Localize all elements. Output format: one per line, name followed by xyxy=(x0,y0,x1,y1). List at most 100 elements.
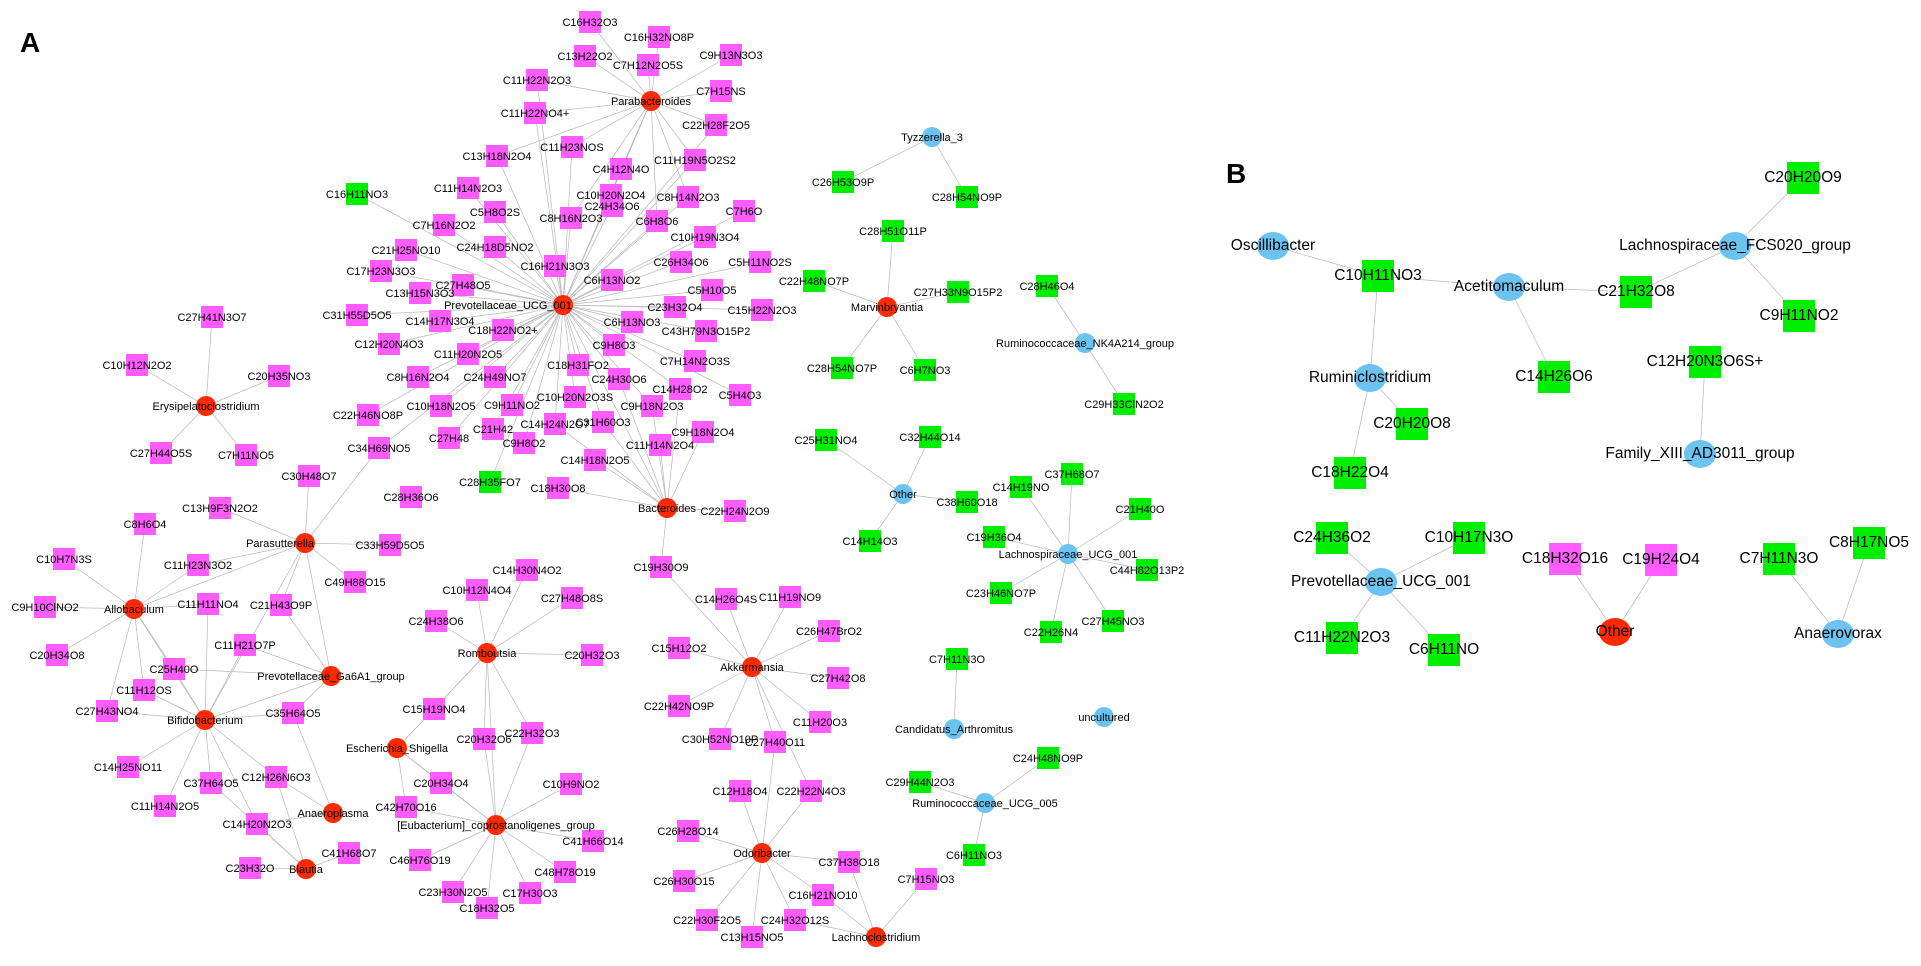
compound-node xyxy=(812,884,834,906)
edge xyxy=(495,824,594,842)
node-label: C8H6O4 xyxy=(124,519,167,531)
compound-node xyxy=(838,851,860,873)
compound-node xyxy=(409,849,431,871)
node-label: C20H32O3 xyxy=(564,650,619,662)
edge xyxy=(562,304,668,509)
compound-node xyxy=(200,772,222,794)
edge xyxy=(683,852,763,882)
node-label: C20H35NO3 xyxy=(248,371,311,383)
node-label: C8H16N2O3 xyxy=(540,213,603,225)
edge xyxy=(419,292,564,306)
node-label: C30H52NO10P xyxy=(682,734,758,746)
taxon-node xyxy=(1094,707,1114,727)
node-label: C16H32NO8P xyxy=(624,32,694,44)
compound-node xyxy=(379,534,401,556)
node-label: C37H68O7 xyxy=(1044,469,1099,481)
edge xyxy=(562,304,620,380)
edge xyxy=(751,666,821,723)
edge xyxy=(405,249,564,306)
node-label: C21H43O9P xyxy=(250,600,312,612)
compound-node xyxy=(584,449,606,471)
node-label: C11H20N2O5 xyxy=(434,349,502,361)
edge xyxy=(589,21,652,102)
node-label: C37H38O18 xyxy=(818,857,879,869)
node-label: C16H11NO3 xyxy=(326,189,388,201)
node-label: C19H24O4 xyxy=(1622,551,1700,568)
edge xyxy=(419,824,497,861)
edge xyxy=(562,304,741,396)
compound-node xyxy=(526,69,548,91)
node-label: C21H32O8 xyxy=(1597,283,1675,300)
compound-node xyxy=(1538,361,1570,393)
node-label: C43H79N3O15P2 xyxy=(662,326,751,338)
node-label: C6H8O6 xyxy=(636,216,679,228)
node-label: C27H48 xyxy=(429,433,469,445)
node-label: C14H26O6 xyxy=(1515,368,1593,385)
node-label: C8H16N2O4 xyxy=(387,372,450,384)
node-label: Bifidobacterium xyxy=(167,715,243,727)
node-label: C14H17N3O4 xyxy=(405,316,474,328)
compound-node xyxy=(46,644,68,666)
edge xyxy=(494,211,564,306)
compound-node xyxy=(501,394,523,416)
node-label: C10H11NO3 xyxy=(1334,267,1422,284)
compound-node xyxy=(1396,408,1428,440)
compound-node xyxy=(235,444,257,466)
node-label: C27H42O8 xyxy=(810,673,865,685)
compound-node xyxy=(346,304,368,326)
compound-node xyxy=(1037,747,1059,769)
compound-node xyxy=(751,299,773,321)
node-label: C11H22N2O3 xyxy=(1294,629,1390,646)
node-label: C27H41N3O7 xyxy=(177,312,246,324)
node-label: Tyzzerella_3 xyxy=(901,132,963,144)
compound-node xyxy=(560,773,582,795)
compound-node xyxy=(809,711,831,733)
node-label: C26H34O6 xyxy=(653,257,708,269)
compound-node xyxy=(1783,300,1815,332)
node-label: C14H20N2O3 xyxy=(222,819,291,831)
compound-node xyxy=(368,437,390,459)
edge xyxy=(495,783,572,826)
node-label: C12H18O4 xyxy=(712,786,767,798)
compound-node xyxy=(729,384,751,406)
node-label: C31H55D5O5 xyxy=(322,310,391,322)
node-label: Lachnospiraceae_FCS020_group xyxy=(1619,237,1851,254)
compound-node xyxy=(764,731,786,753)
taxon-node xyxy=(1598,618,1632,646)
edge xyxy=(197,542,306,566)
compound-node xyxy=(344,571,366,593)
edge xyxy=(1050,553,1069,633)
node-label: Ruminiclostridium xyxy=(1309,369,1431,386)
edge xyxy=(562,304,633,323)
edge xyxy=(751,596,791,668)
edge xyxy=(725,598,753,668)
taxon-node xyxy=(1492,273,1526,301)
compound-node xyxy=(601,195,623,217)
node-label: C6H13NO2 xyxy=(584,275,641,287)
compound-node xyxy=(1040,621,1062,643)
compound-node xyxy=(338,842,360,864)
node-label: C11H20O3 xyxy=(793,717,847,729)
compound-node xyxy=(832,171,854,193)
edge xyxy=(486,652,533,734)
node-label: C27H40O11 xyxy=(745,737,805,749)
node-label: C5H4O3 xyxy=(719,390,762,402)
node-label: C21H40O xyxy=(1116,504,1165,516)
node-label: C21H42 xyxy=(473,424,513,436)
edge xyxy=(660,566,753,668)
compound-node xyxy=(909,771,931,793)
node-label: C9H8O2 xyxy=(503,438,546,450)
compound-node xyxy=(947,281,969,303)
edge xyxy=(650,100,689,198)
compound-node xyxy=(882,220,904,242)
edge xyxy=(719,666,753,740)
taxon-node xyxy=(752,843,772,863)
compound-node xyxy=(484,236,506,258)
node-label: Odoribacter xyxy=(733,848,791,860)
node-label: C30H48O7 xyxy=(281,471,336,483)
node-label: C14H26O4S xyxy=(695,594,757,606)
node-label: Blautia xyxy=(289,864,324,876)
node-label: C24H36O2 xyxy=(1293,529,1371,546)
node-label: C14H19NO xyxy=(993,482,1050,494)
compound-node xyxy=(452,274,474,296)
